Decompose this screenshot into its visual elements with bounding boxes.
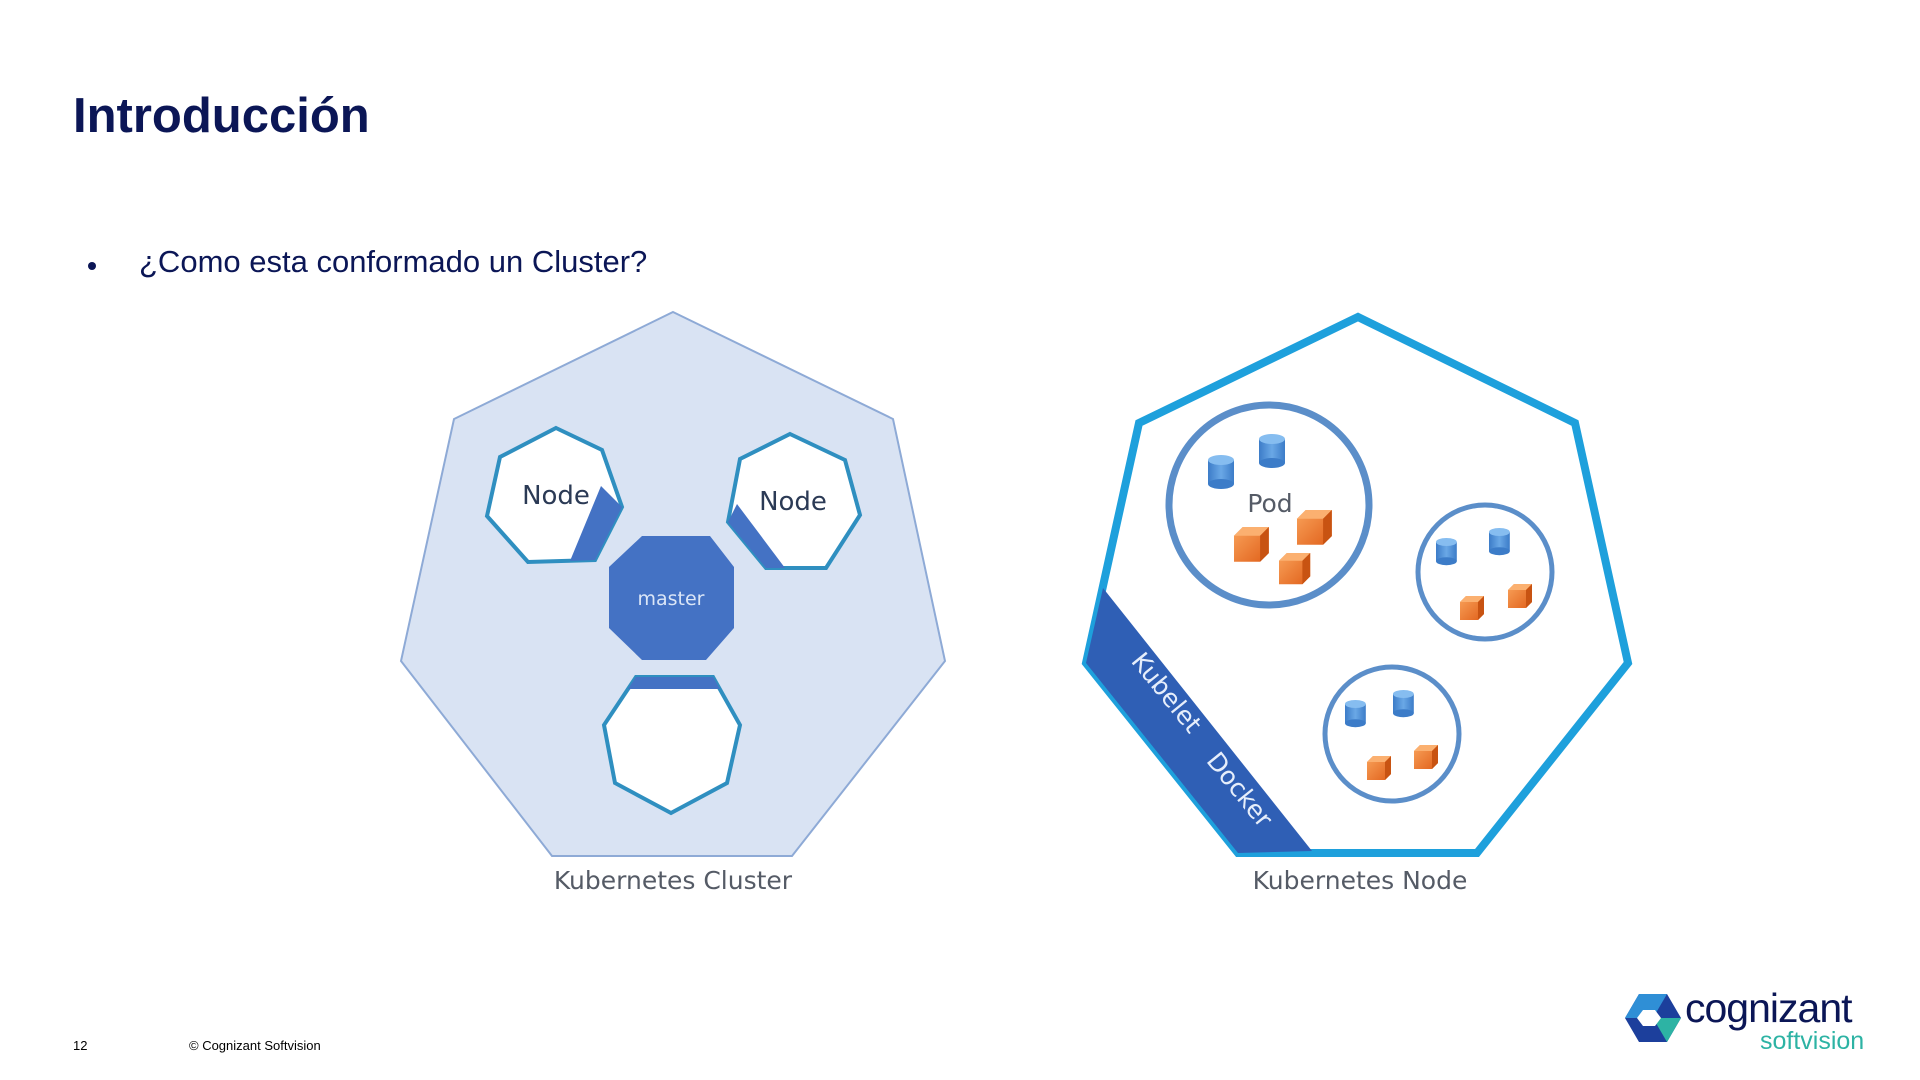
copyright-text: © Cognizant Softvision	[189, 1038, 321, 1053]
kubelet-docker-band	[1086, 588, 1312, 853]
pod-large: Pod	[1165, 401, 1373, 609]
cluster-caption: Kubernetes Cluster	[554, 866, 793, 895]
cluster-node-2: Node	[725, 431, 863, 570]
node-caption: Kubernetes Node	[1253, 866, 1468, 895]
master-label: master	[637, 588, 704, 610]
bullet-text: ¿Como esta conformado un Cluster?	[139, 244, 648, 279]
pod-medium-right	[1415, 502, 1555, 642]
bullet-item: ¿Como esta conformado un Cluster?	[88, 244, 647, 280]
cognizant-mark-icon	[1625, 994, 1681, 1042]
cluster-node-1: Node	[484, 425, 625, 565]
pod-medium-bottom	[1322, 664, 1462, 804]
bullet-dot-icon	[88, 262, 96, 270]
page-number: 12	[73, 1038, 88, 1053]
kubernetes-node-diagram: Kubelet Docker Pod Kubern	[1081, 312, 1633, 895]
pod-label: Pod	[1247, 489, 1292, 518]
kubernetes-cluster-diagram: Node Node master Kubernetes Cluster	[399, 310, 947, 895]
cluster-node-3	[601, 675, 743, 816]
logo-sub-text: softvision	[1760, 1027, 1865, 1055]
slide-title: Introducción	[73, 89, 370, 143]
logo-brand-text: cognizant	[1685, 985, 1853, 1031]
cognizant-logo: cognizant softvision	[1625, 985, 1870, 1065]
node-label-1: Node	[522, 481, 590, 511]
node-label-2: Node	[759, 487, 827, 517]
master-node: master	[609, 536, 734, 660]
